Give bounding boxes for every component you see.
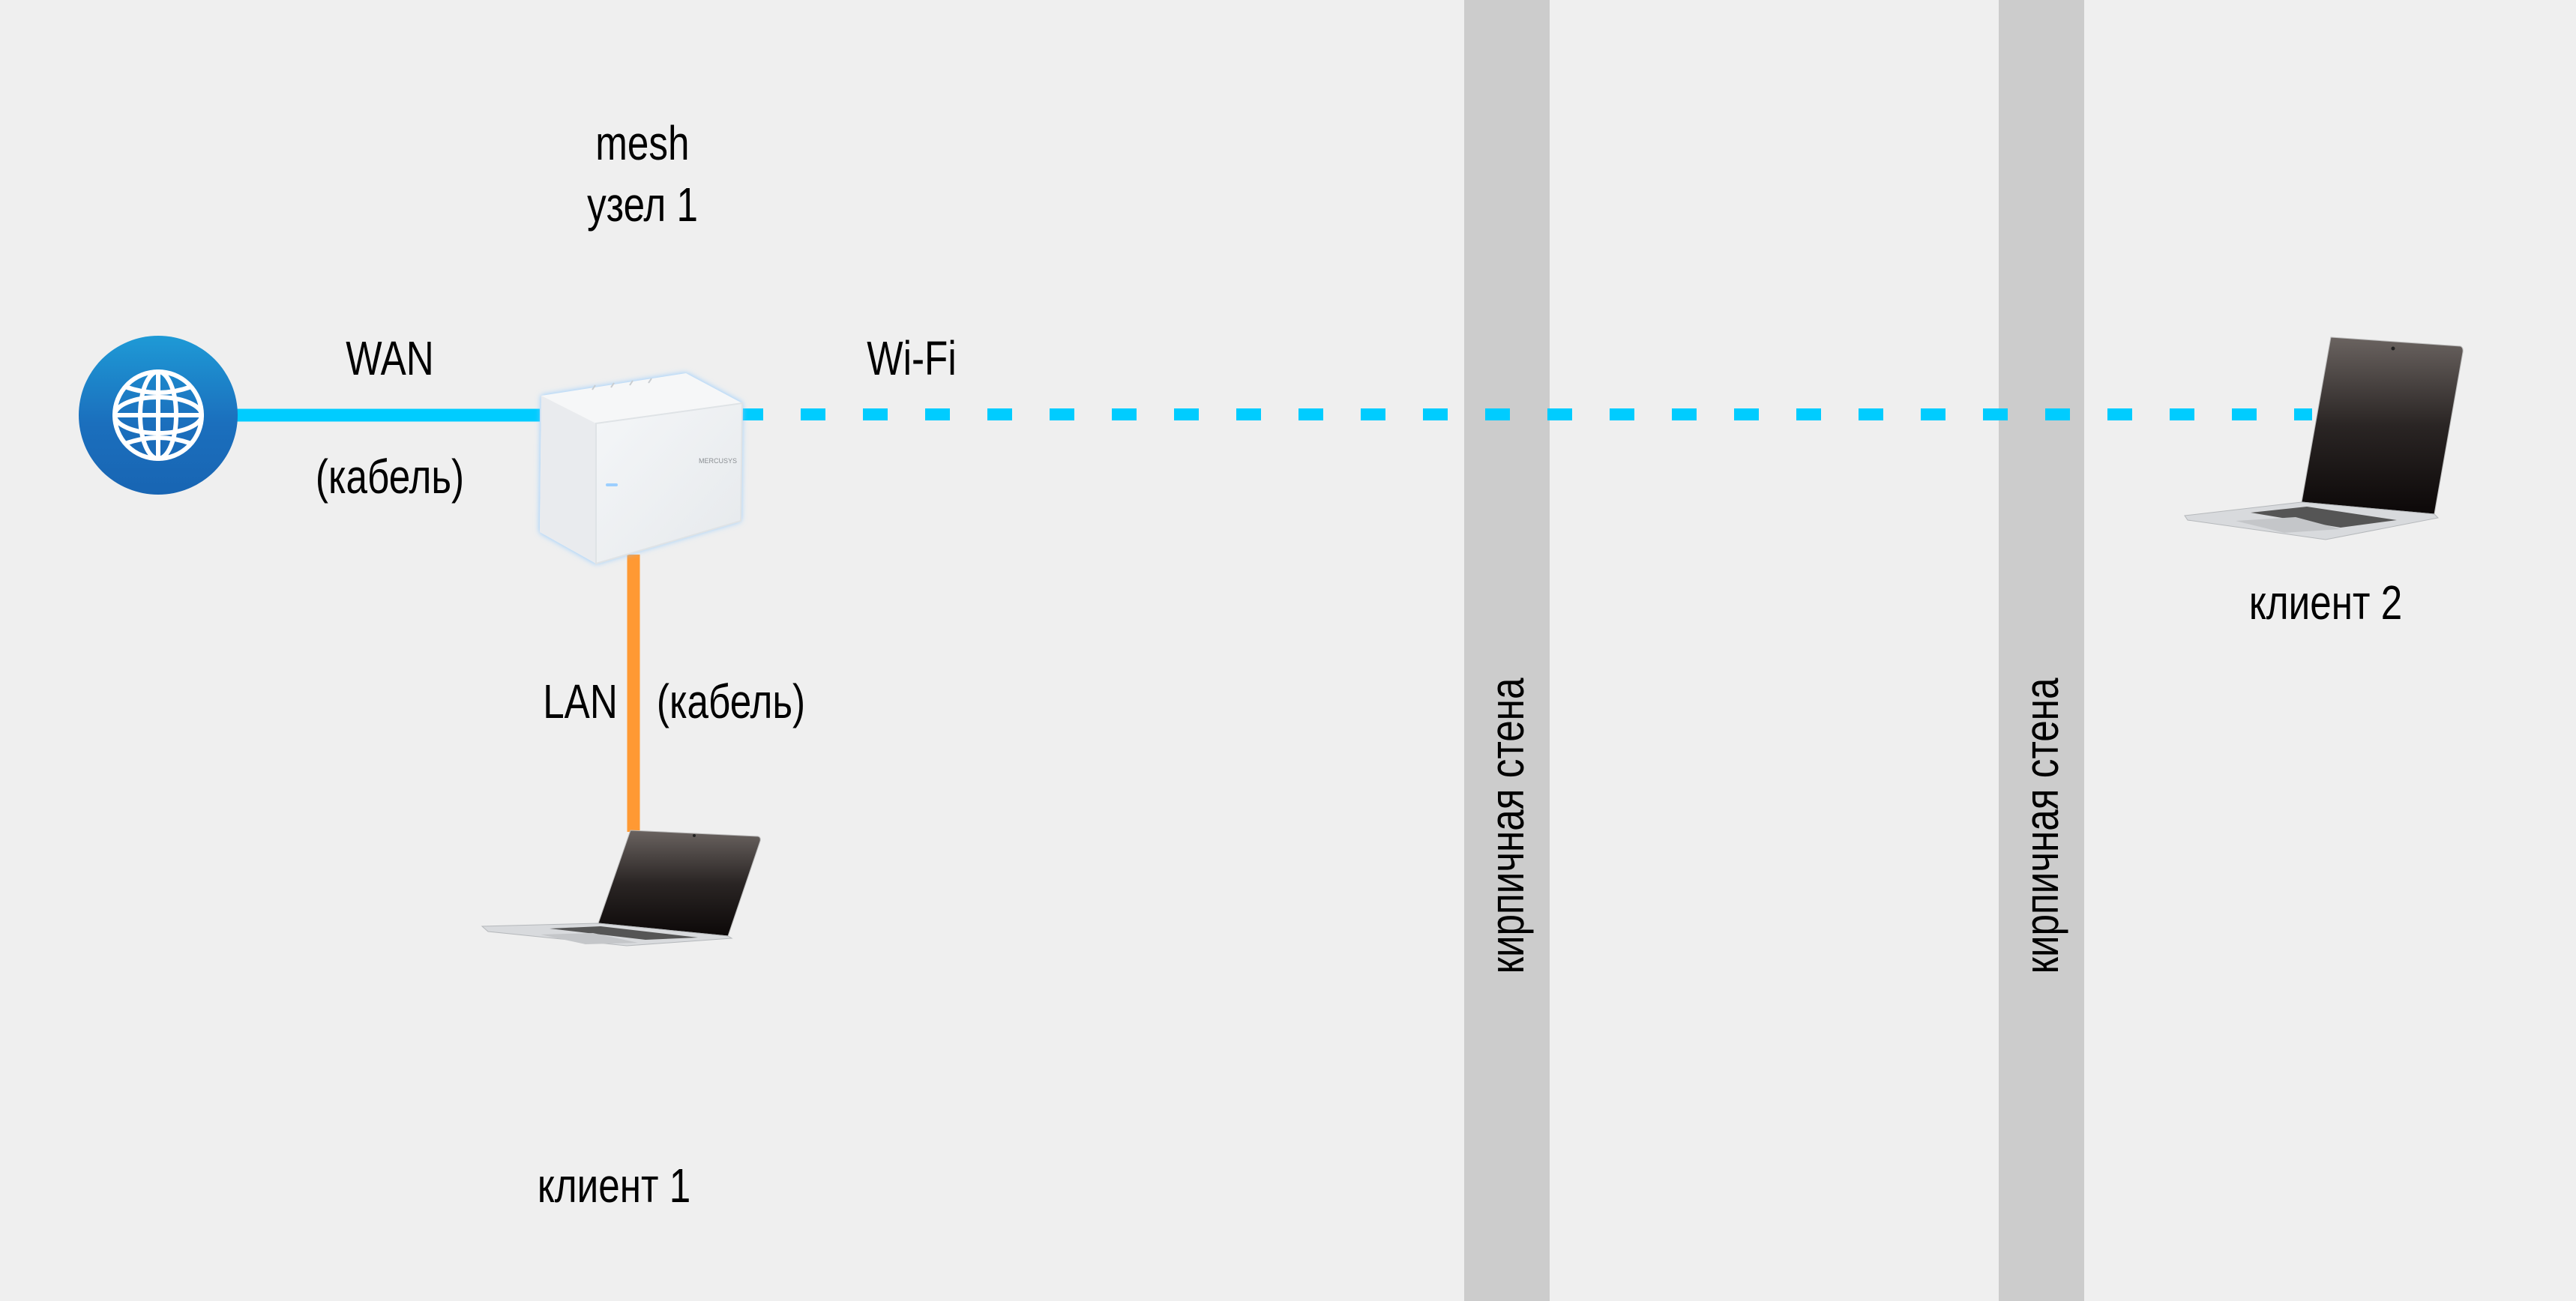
brick-wall-1 [1464,0,1550,1301]
client-2-label: клиент 2 [2230,579,2421,627]
wan-sublabel-text: (кабель) [315,450,465,504]
client-1-label: клиент 1 [518,1162,709,1210]
wifi-label-text: Wi-Fi [867,331,957,385]
client-1-label-text: клиент 1 [537,1159,691,1213]
mesh-node-title-line1: mesh [595,116,690,170]
wan-label-text: WAN [346,331,434,385]
router-icon: MERCUSYS [540,373,744,565]
client-2-label-text: клиент 2 [2248,576,2403,630]
router-brand: MERCUSYS [699,457,737,465]
mesh-node-title: mesh узел 1 [574,112,712,235]
wan-sublabel: (кабель) [297,453,483,501]
laptop-icon-client-2 [2184,336,2464,540]
brick-wall-2 [1999,0,2084,1301]
lan-sublabel: (кабель) [638,677,824,725]
wifi-label: Wi-Fi [855,334,967,382]
lan-label-text: LAN [543,674,618,728]
laptop-icon-client-1 [481,830,761,947]
lan-sublabel-text: (кабель) [656,674,806,728]
lan-label: LAN [534,677,628,725]
wan-label: WAN [335,334,445,382]
globe-icon [79,336,238,495]
mesh-node-title-line2: узел 1 [587,178,698,232]
